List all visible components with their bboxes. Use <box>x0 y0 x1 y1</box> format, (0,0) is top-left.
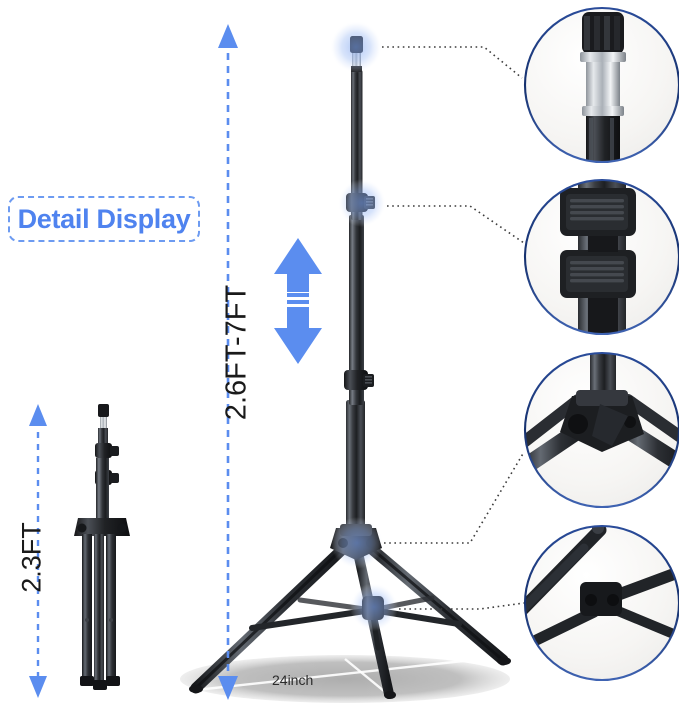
flip-lock-icon <box>560 180 636 334</box>
callout-leader-lines <box>382 46 525 610</box>
dimension-folded-height <box>29 404 47 698</box>
leader-leg-hub <box>384 451 525 544</box>
callout-brace-hub <box>523 524 679 682</box>
callout-screw-tip <box>523 6 679 164</box>
column-middle <box>349 215 364 405</box>
leader-brace-hub <box>399 602 525 610</box>
tripod-folded <box>74 404 130 690</box>
tripod-legs <box>189 539 511 699</box>
leg-span-label: 24inch <box>272 672 314 688</box>
detail-display-label: Detail Display <box>17 203 191 234</box>
lower-flip-lock <box>344 370 374 390</box>
tripod-extended <box>189 21 511 699</box>
hotspot-glows <box>330 21 398 631</box>
hotspot-brace-hub <box>350 583 398 631</box>
callout-flip-lock <box>523 178 679 336</box>
callout-leg-hub <box>523 351 679 509</box>
hotspot-screw-tip <box>330 21 382 73</box>
leader-screw-tip <box>382 46 523 79</box>
leader-flip-lock <box>387 205 525 244</box>
hotspot-leg-hub <box>331 517 383 569</box>
column-lower <box>346 400 365 550</box>
ground-shadow <box>180 655 510 703</box>
screw-tip-icon <box>580 12 626 162</box>
folded-height-label: 2.3FT <box>16 522 47 593</box>
main-height-label: 2.6FT-7FT <box>220 284 253 421</box>
hotspot-flip-lock <box>338 179 386 227</box>
detail-display-badge: Detail Display <box>8 196 200 242</box>
height-adjust-double-arrow <box>274 238 322 364</box>
dimension-main-height <box>218 24 238 700</box>
